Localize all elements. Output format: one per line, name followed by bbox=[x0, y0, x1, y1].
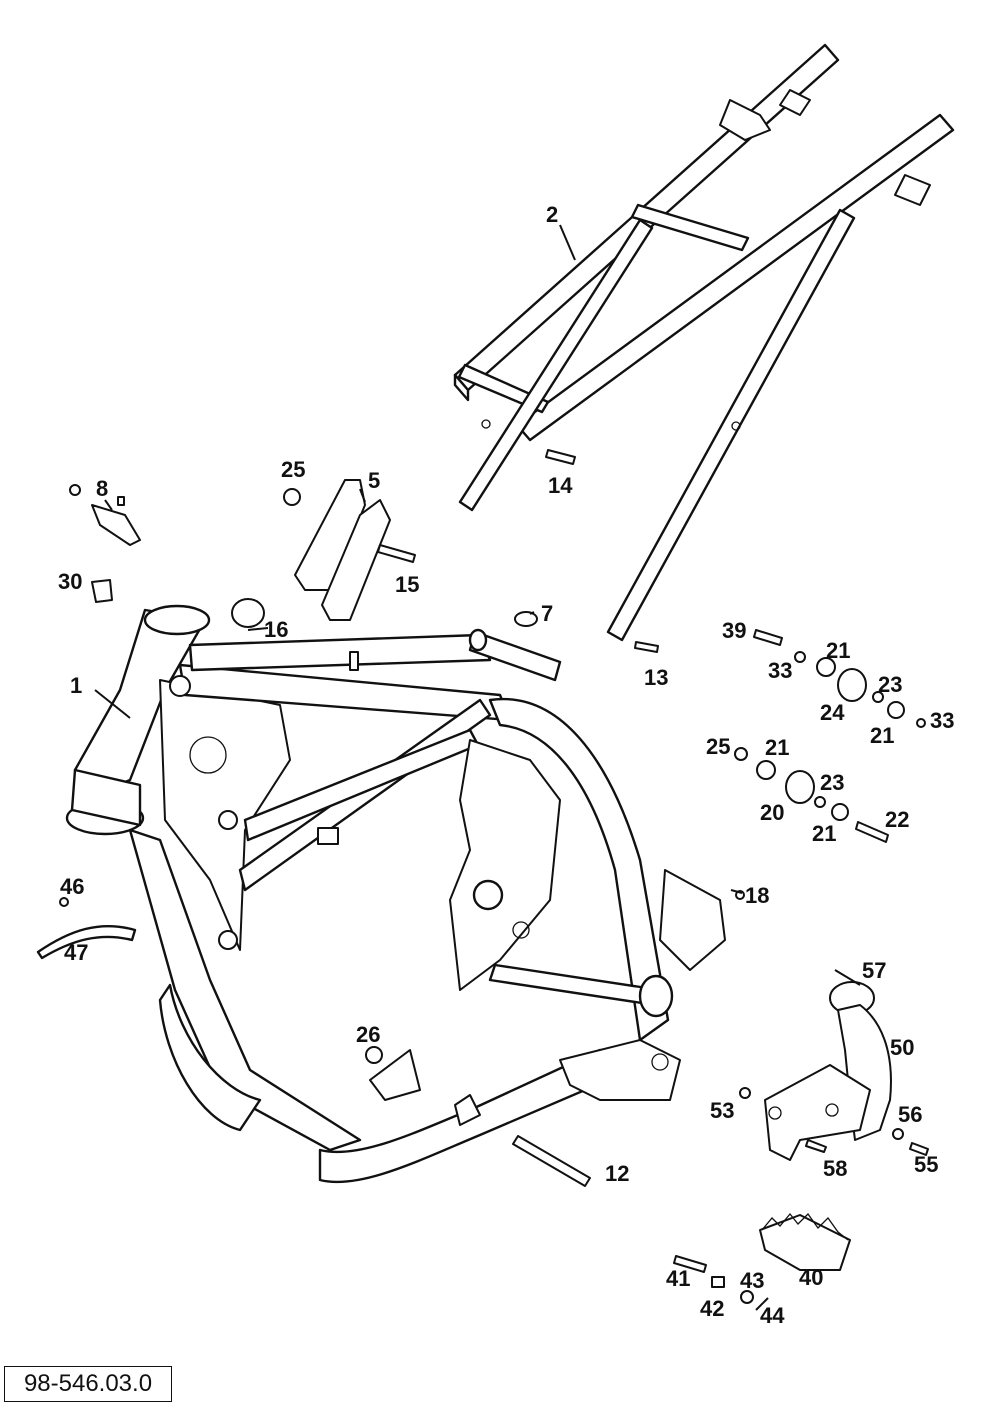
cotter-part-44 bbox=[755, 1297, 769, 1311]
callout-58: 58 bbox=[823, 1156, 847, 1181]
callout-43: 43 bbox=[740, 1268, 764, 1293]
callout-21a: 21 bbox=[826, 638, 850, 663]
callout-2: 2 bbox=[546, 202, 558, 227]
callout-12: 12 bbox=[605, 1161, 629, 1186]
hose-part-47 bbox=[36, 924, 137, 960]
callout-41: 41 bbox=[666, 1266, 690, 1291]
plug-part-16 bbox=[231, 598, 265, 628]
callout-1: 1 bbox=[70, 673, 82, 698]
callout-20: 20 bbox=[760, 800, 784, 825]
bearing-part-21d bbox=[831, 803, 849, 821]
cap-part-7 bbox=[514, 611, 538, 627]
bearing-part-21a bbox=[816, 657, 836, 677]
callout-33a: 33 bbox=[768, 658, 792, 683]
callout-25b: 25 bbox=[706, 734, 730, 759]
callout-24: 24 bbox=[820, 700, 845, 725]
ring-part-23a bbox=[872, 691, 884, 703]
callout-33b: 33 bbox=[930, 708, 954, 733]
callout-57: 57 bbox=[862, 958, 886, 983]
screw-part-55 bbox=[909, 1142, 929, 1156]
bushing-part-20 bbox=[785, 770, 815, 804]
tie-part-57 bbox=[834, 969, 861, 986]
callout-53: 53 bbox=[710, 1098, 734, 1123]
fitting-part-30 bbox=[91, 579, 113, 603]
callout-labels: 1 2 5 7 8 12 13 14 15 16 18 20 21 21 21 … bbox=[58, 202, 954, 1328]
valve-part-8 bbox=[69, 484, 141, 546]
spring-part-42 bbox=[711, 1276, 725, 1288]
callout-21d: 21 bbox=[812, 821, 836, 846]
document-code-box: 98-546.03.0 bbox=[4, 1366, 172, 1402]
callout-8: 8 bbox=[96, 476, 108, 501]
callout-23a: 23 bbox=[878, 672, 902, 697]
callout-7: 7 bbox=[541, 601, 553, 626]
spacer-part-53 bbox=[739, 1087, 751, 1099]
callout-14: 14 bbox=[548, 473, 573, 498]
bushing-part-24 bbox=[837, 668, 867, 702]
bracket-part-5 bbox=[294, 479, 391, 621]
screw-part-14 bbox=[545, 449, 576, 465]
bracket-part-53 bbox=[764, 1064, 871, 1161]
washer-part-43 bbox=[740, 1290, 754, 1304]
pin-part-41 bbox=[673, 1255, 707, 1273]
callout-18: 18 bbox=[745, 883, 769, 908]
bearing-part-21b bbox=[887, 701, 905, 719]
callout-55: 55 bbox=[914, 1152, 938, 1177]
callout-21b: 21 bbox=[870, 723, 894, 748]
washer-part-33b bbox=[916, 718, 926, 728]
bolt-part-15 bbox=[377, 544, 416, 563]
callout-39: 39 bbox=[722, 618, 746, 643]
callout-44: 44 bbox=[760, 1303, 785, 1328]
callout-42: 42 bbox=[700, 1296, 724, 1321]
footpeg-part-40 bbox=[759, 1212, 851, 1271]
callout-21c: 21 bbox=[765, 735, 789, 760]
subframe-part bbox=[453, 43, 955, 642]
bolt-part-22 bbox=[855, 821, 889, 843]
callout-15: 15 bbox=[395, 572, 419, 597]
callout-22: 22 bbox=[885, 807, 909, 832]
callout-26: 26 bbox=[356, 1022, 380, 1047]
callout-50: 50 bbox=[890, 1035, 914, 1060]
callout-16: 16 bbox=[264, 617, 288, 642]
bolt-part-12 bbox=[512, 1135, 591, 1187]
main-frame-part bbox=[65, 604, 726, 1184]
nut-part-25-mid bbox=[734, 747, 748, 761]
ring-part-23b bbox=[814, 796, 826, 808]
screw-part-13 bbox=[634, 641, 659, 653]
clip-part-46 bbox=[59, 897, 69, 907]
callout-5: 5 bbox=[368, 468, 380, 493]
callout-47: 47 bbox=[64, 940, 88, 965]
callout-23b: 23 bbox=[820, 770, 844, 795]
bolt-part-39 bbox=[753, 629, 783, 646]
washer-part-56 bbox=[892, 1128, 904, 1140]
bearing-part-21c bbox=[756, 760, 776, 780]
callout-13: 13 bbox=[644, 665, 668, 690]
callout-56: 56 bbox=[898, 1102, 922, 1127]
leader-lines bbox=[94, 224, 743, 894]
callout-40: 40 bbox=[799, 1265, 823, 1290]
screw-part-58 bbox=[805, 1139, 827, 1153]
callout-25a: 25 bbox=[281, 457, 305, 482]
callout-30: 30 bbox=[58, 569, 82, 594]
nut-part-25-top bbox=[283, 488, 301, 506]
washer-part-33a bbox=[794, 651, 806, 663]
nut-part-26 bbox=[365, 1046, 383, 1064]
callout-46: 46 bbox=[60, 874, 84, 899]
